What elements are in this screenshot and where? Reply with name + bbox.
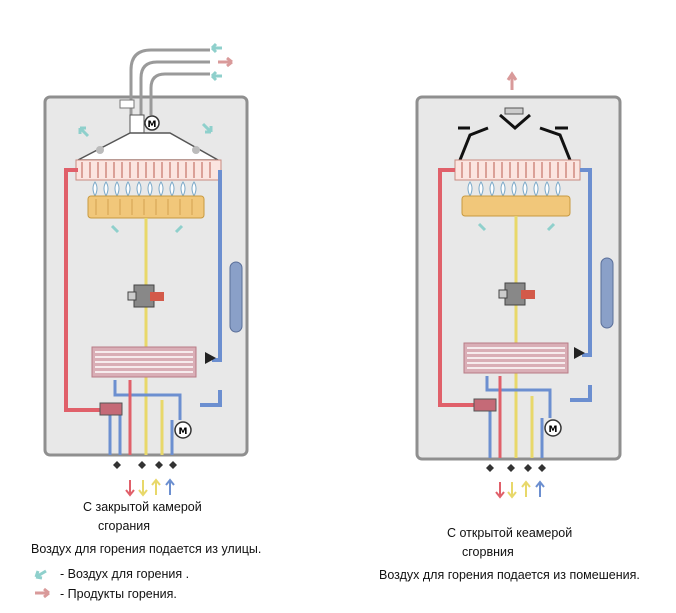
combustion-air-arrows bbox=[477, 222, 556, 232]
expansion-tank bbox=[229, 261, 243, 333]
fan-motor-letter: M bbox=[148, 120, 157, 130]
heating-flow-pipe bbox=[64, 168, 105, 412]
valve-motor-icon bbox=[174, 421, 192, 439]
legend-flue-arrow bbox=[35, 587, 50, 599]
coaxial-flue-pipe bbox=[129, 48, 210, 115]
burner bbox=[87, 195, 205, 219]
valve-motor-icon bbox=[544, 419, 562, 437]
circulation-pump-icon bbox=[205, 352, 216, 364]
air-intake-box bbox=[119, 99, 135, 109]
left-note: Воздух для горения подается из улицы. bbox=[31, 542, 262, 556]
connection-taps bbox=[486, 464, 546, 472]
dhw-pipes bbox=[485, 376, 552, 458]
right-note: Воздух для горения подается из помешения… bbox=[379, 568, 640, 582]
expansion-tank bbox=[600, 257, 614, 329]
legend-air-label: - Воздух для горения . bbox=[60, 567, 190, 581]
heating-return-pipe bbox=[570, 168, 592, 402]
fan-housing bbox=[129, 114, 145, 134]
gas-valve bbox=[498, 282, 535, 306]
dhw-heat-exchanger bbox=[91, 346, 197, 378]
hood-sensor bbox=[192, 146, 200, 154]
burner-flames bbox=[92, 181, 197, 198]
connection-taps bbox=[113, 461, 177, 469]
primary-heat-exchanger bbox=[75, 159, 222, 181]
primary-heat-exchanger bbox=[454, 159, 581, 181]
dhw-pipes bbox=[108, 380, 182, 455]
right-caption-line1: С открытой кеамерой bbox=[447, 526, 573, 540]
legend-air-arrow bbox=[34, 569, 47, 580]
fan-motor-icon bbox=[144, 115, 160, 131]
left-caption-line2: сгорания bbox=[98, 519, 151, 533]
right-caption-line2: сгорвния bbox=[462, 545, 514, 559]
connection-arrows bbox=[125, 478, 175, 497]
legend-flue-label: - Продукты горения. bbox=[60, 587, 177, 601]
closed-chamber-boiler: M bbox=[43, 42, 249, 497]
open-chamber-boiler: M bbox=[415, 71, 622, 499]
flue-up-arrow bbox=[506, 71, 518, 90]
draft-diverter bbox=[458, 113, 572, 161]
left-caption-line1: С закрытой камерой bbox=[83, 500, 202, 514]
three-way-valve bbox=[473, 398, 497, 412]
dhw-heat-exchanger bbox=[463, 342, 569, 374]
circulation-pump-icon bbox=[574, 347, 585, 359]
combustion-air-arrows bbox=[78, 122, 213, 234]
valve-motor-letter: M bbox=[549, 425, 558, 435]
connection-arrows bbox=[495, 480, 545, 499]
flue-outlet-arrows bbox=[210, 42, 233, 82]
hood-sensor bbox=[96, 146, 104, 154]
burner-flames bbox=[467, 181, 561, 198]
heating-return-pipe bbox=[200, 170, 222, 407]
valve-motor-letter: M bbox=[179, 427, 188, 437]
three-way-valve bbox=[99, 402, 123, 416]
heating-flow-pipe bbox=[438, 168, 478, 407]
flue-spigot bbox=[504, 107, 524, 115]
burner bbox=[461, 195, 571, 217]
gas-valve bbox=[127, 284, 164, 308]
